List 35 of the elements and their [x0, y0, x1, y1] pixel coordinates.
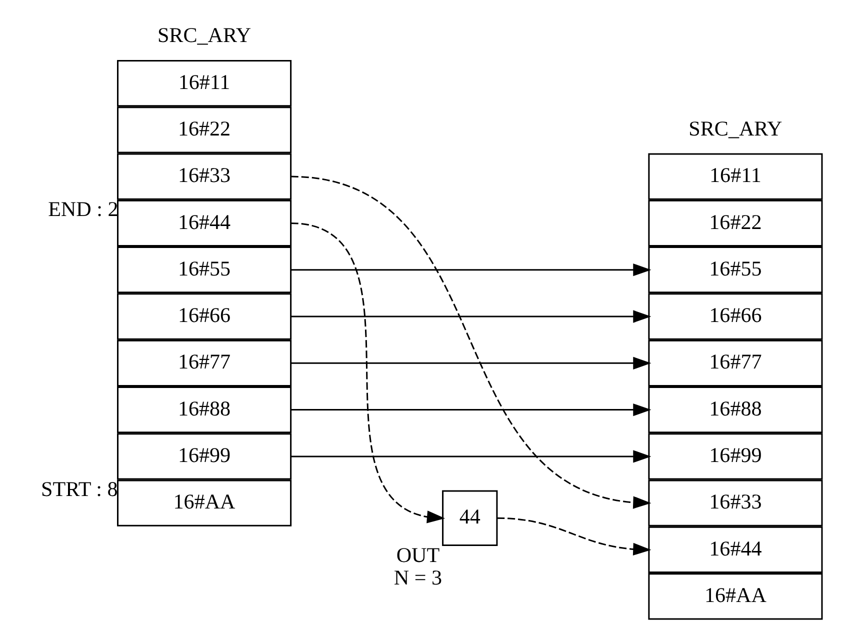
node-label: OUT: [396, 543, 440, 568]
arrow: [290, 450, 651, 463]
node-box: 16#11: [648, 153, 822, 200]
node-box: 16#66: [648, 293, 822, 340]
node-box: 16#11: [116, 60, 292, 107]
arrow: [290, 403, 651, 416]
arrow: [290, 310, 651, 323]
node-box: 16#44: [648, 526, 822, 574]
node-label: END : 2: [48, 196, 118, 221]
arrow: [290, 176, 651, 509]
node-box: 16#22: [648, 200, 822, 247]
arrow: [290, 356, 651, 370]
node-label: N = 3: [393, 566, 442, 590]
node-box: 16#55: [648, 246, 822, 294]
node-box: 16#99: [116, 433, 292, 480]
node-box: 16#AA: [648, 573, 822, 620]
arrow: [290, 264, 651, 276]
arrow: [496, 517, 651, 556]
node-box: 16#77: [648, 340, 822, 386]
node-box: 16#22: [116, 106, 292, 154]
node-box: 16#66: [116, 293, 292, 340]
arrow: [290, 222, 445, 524]
label: SRC_ARY: [156, 23, 251, 48]
node-box: 16#99: [648, 433, 822, 480]
node-box: 16#88: [648, 386, 822, 434]
node-box: 16#44: [116, 200, 292, 247]
node-box: 16#77: [116, 340, 292, 386]
node-box: 16#33: [648, 480, 822, 526]
node-box: 44: [442, 490, 498, 546]
node-box: 16#88: [116, 386, 292, 434]
node-box: 16#55: [116, 246, 292, 294]
label: SRC_ARY: [688, 116, 782, 140]
node-label: STRT : 8: [40, 476, 118, 501]
node-box: 16#33: [116, 153, 292, 200]
node-box: 16#AA: [116, 480, 292, 526]
